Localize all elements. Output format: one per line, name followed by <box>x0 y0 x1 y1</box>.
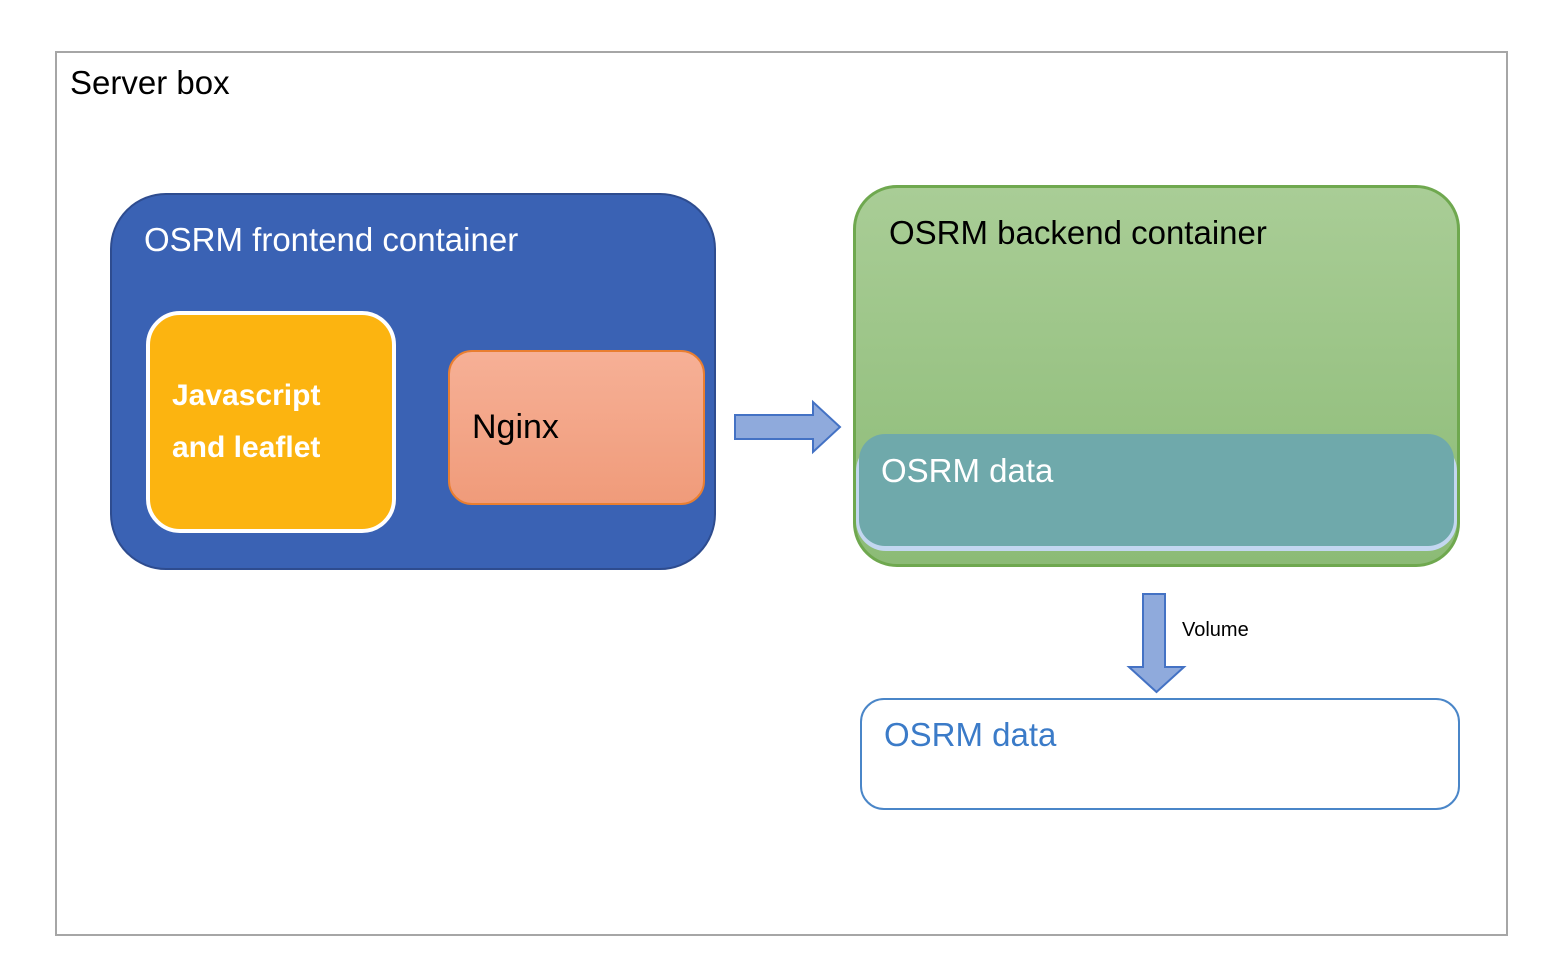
server-box: Server box OSRM frontend container Javas… <box>55 51 1508 936</box>
javascript-leaflet-box: Javascript and leaflet <box>146 311 396 533</box>
frontend-container-box: OSRM frontend container Javascript and l… <box>110 193 716 570</box>
backend-container-title: OSRM backend container <box>889 214 1267 251</box>
osrm-data-volume-label: OSRM data <box>884 716 1057 753</box>
backend-data-band: OSRM data <box>859 434 1454 546</box>
backend-data-band-label: OSRM data <box>881 452 1054 489</box>
volume-label: Volume <box>1182 619 1249 641</box>
nginx-label: Nginx <box>472 408 559 446</box>
nginx-box: Nginx <box>448 350 705 505</box>
javascript-leaflet-label: Javascript and leaflet <box>172 379 321 464</box>
backend-to-volume-arrow-icon <box>1126 593 1187 694</box>
frontend-container-title: OSRM frontend container <box>144 221 519 258</box>
backend-container-box: OSRM backend container OSRM data <box>853 185 1460 567</box>
osrm-data-volume-box: OSRM data <box>860 698 1460 810</box>
frontend-to-backend-arrow-icon <box>734 399 842 455</box>
server-box-label: Server box <box>70 64 230 101</box>
